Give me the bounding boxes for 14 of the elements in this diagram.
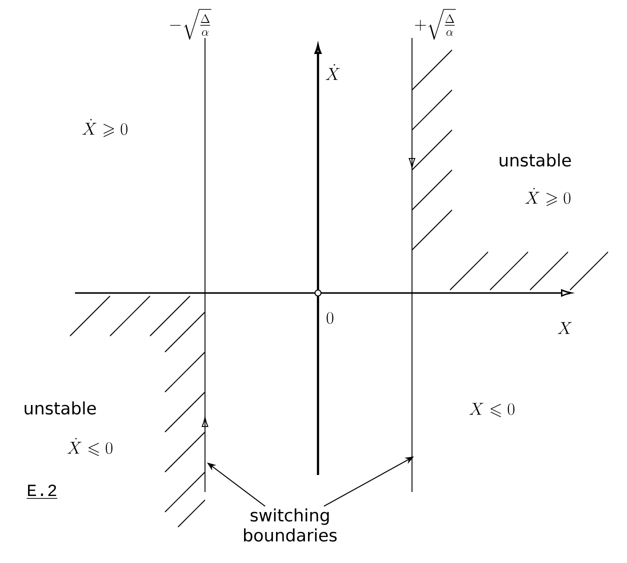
- axis-label: $\dot{X}$: [326, 64, 340, 80]
- region-condition: $X\leqslant 0$: [469, 402, 514, 418]
- switching-line: [204, 38, 206, 492]
- region-label: unstable: [500, 153, 571, 167]
- boundary-value: $-\sqrt{\frac{\Delta}{\alpha}}$: [170, 9, 212, 40]
- origin-label: $0$: [326, 312, 334, 324]
- region-condition: $\dot{X}\leqslant 0$: [67, 438, 112, 456]
- annotation-text: switching boundaries: [244, 508, 337, 542]
- region-condition: $\dot{X}\geqslant 0$: [525, 188, 570, 206]
- boundary-value: $+\sqrt{\frac{\Delta}{\alpha}}$: [415, 9, 456, 40]
- region-label: unstable: [24, 401, 96, 415]
- figure-label: E.2: [26, 484, 58, 499]
- region-condition: $\dot{X}\geqslant 0$: [82, 118, 128, 138]
- axis-label: $X$: [558, 322, 572, 334]
